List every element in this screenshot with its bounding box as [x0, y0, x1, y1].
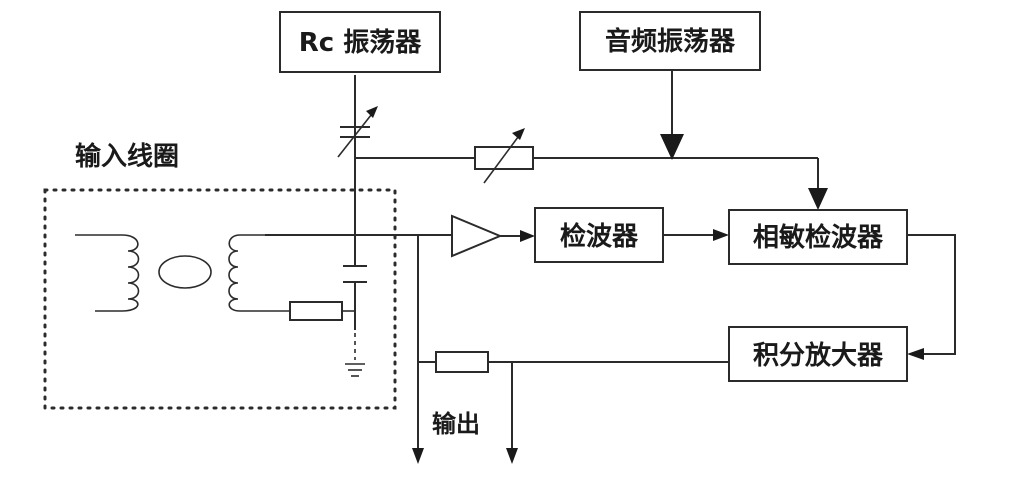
output-label: 输出	[432, 410, 480, 438]
var-cap-arrowhead	[366, 106, 378, 118]
var-resistor-arrow	[483, 132, 522, 184]
var-resistor	[474, 146, 534, 170]
psd-to-integrator	[907, 234, 956, 355]
feedback-resistor	[435, 351, 489, 373]
var-resistor-arrowhead	[512, 128, 525, 140]
secondary-coil	[228, 234, 290, 312]
input-coil-label: 输入线圈	[75, 141, 179, 172]
detector-arrowhead	[713, 229, 729, 241]
phase-sensitive-detector-block	[728, 209, 908, 265]
coil-resistor	[289, 301, 343, 321]
detector-block	[534, 207, 664, 263]
phase-sensitive-detector-label: 相敏检波器	[753, 222, 884, 253]
core-ellipse	[158, 255, 212, 289]
ref-arrowhead	[808, 188, 828, 210]
rc-oscillator-block	[279, 11, 441, 73]
integrating-amplifier-block	[728, 326, 908, 382]
primary-coil	[75, 234, 140, 312]
integrating-amplifier-label: 积分放大器	[753, 340, 884, 371]
rc-oscillator-label: Rc 振荡器	[299, 28, 422, 58]
audio-arrowhead	[660, 134, 684, 160]
input-coil-enclosure	[43, 188, 397, 410]
audio-oscillator-label: 音频振荡器	[605, 26, 736, 57]
audio-oscillator-block	[579, 11, 761, 71]
output-right-arrowhead	[506, 448, 518, 464]
var-cap-arrow	[337, 109, 376, 158]
amp-arrowhead	[520, 230, 535, 242]
integrator-arrowhead	[907, 348, 924, 360]
detector-label: 检波器	[560, 221, 639, 252]
output-left-arrowhead	[412, 448, 424, 464]
amplifier-triangle	[451, 214, 503, 258]
